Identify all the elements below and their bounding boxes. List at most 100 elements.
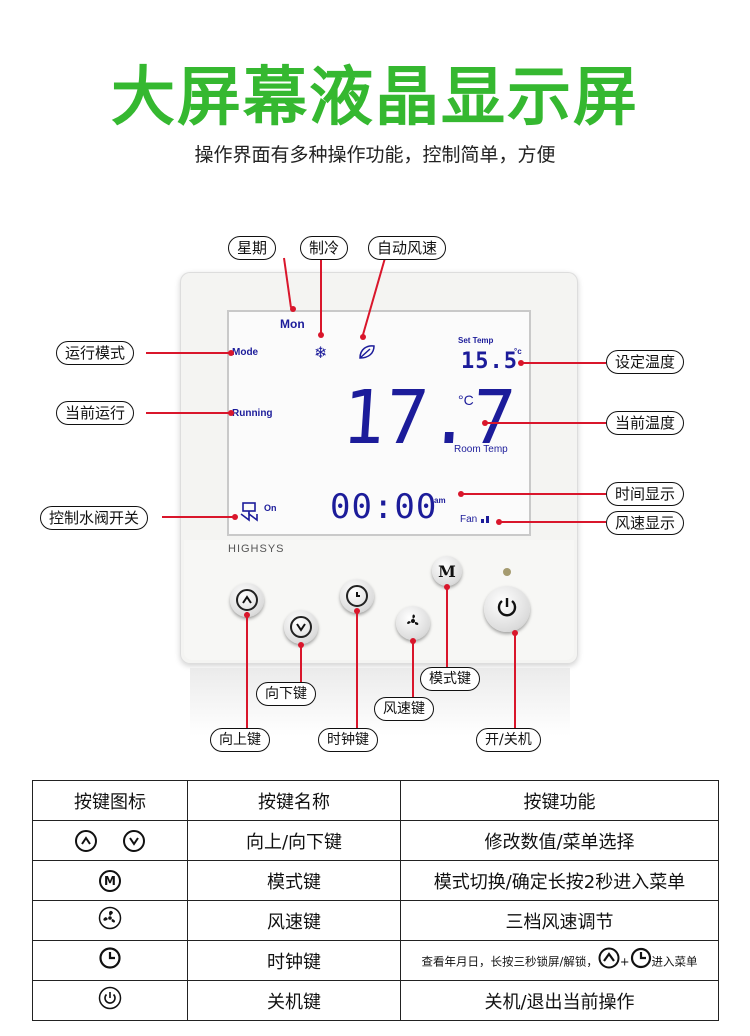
callout-dot-current-run (228, 410, 234, 416)
table-cell-function: 模式切换/确定长按2秒进入菜单 (400, 860, 719, 901)
callout-power-key: 开/关机 (476, 728, 541, 752)
table-row: M 模式键 模式切换/确定长按2秒进入菜单 (32, 860, 719, 901)
callout-line-current-run (146, 412, 230, 414)
down-key[interactable] (284, 610, 318, 644)
down-arrow-icon (122, 829, 145, 852)
callout-mode-key: 模式键 (420, 667, 480, 691)
page-subtitle: 操作界面有多种操作功能，控制简单，方便 (194, 144, 556, 166)
table-cell-icons (32, 980, 188, 1021)
callout-dot-down-key (298, 642, 304, 648)
callout-dot-current-temp (482, 420, 488, 426)
callout-line-set-temp (522, 362, 606, 364)
up-key[interactable] (230, 583, 264, 617)
table-cell-name: 风速键 (187, 900, 401, 941)
table-header: 按键图标 (32, 780, 188, 821)
callout-dot-fan-key (410, 638, 416, 644)
status-led (503, 568, 511, 576)
lcd-set-temp-value: 15.5 (461, 349, 518, 374)
callout-line-current-temp (486, 422, 606, 424)
function-text: 进入菜单 (651, 954, 698, 969)
fan-icon (98, 906, 122, 935)
callout-line-power-key (514, 632, 516, 728)
lcd-room-temp-label: Room Temp (454, 444, 508, 455)
lcd-ampm: am (434, 496, 446, 505)
callout-dot-time (458, 491, 464, 497)
callout-dot-cooling (318, 332, 324, 338)
table-header-row: 按键图标 按键名称 按键功能 (32, 780, 719, 821)
table-cell-icons (32, 820, 188, 861)
callout-auto-fan: 自动风速 (368, 236, 447, 260)
table-row: 风速键 三档风速调节 (32, 900, 719, 941)
up-arrow-icon (598, 947, 620, 974)
table-cell-name: 关机键 (187, 980, 401, 1021)
mode-key[interactable]: M (432, 556, 462, 586)
table-cell-icons: M (32, 860, 188, 901)
table-header: 按键名称 (187, 780, 401, 821)
down-arrow-icon (290, 616, 312, 638)
clock-icon (98, 946, 122, 975)
table-cell-name: 向上/向下键 (187, 820, 401, 861)
callout-line-down-key (300, 644, 302, 682)
callout-line-cooling (320, 258, 322, 334)
page-title: 大屏幕液晶显示屏 (111, 61, 639, 135)
table-row: 时钟键 查看年月日，长按三秒锁屏/解锁， + 进入菜单 (32, 940, 719, 981)
table-cell-icons (32, 900, 188, 941)
callout-down-key: 向下键 (256, 682, 316, 706)
callout-dot-power-key (512, 630, 518, 636)
lcd-valve-state: On (264, 503, 277, 513)
clock-icon (346, 585, 368, 607)
lcd-mode: Mode (232, 347, 259, 358)
callout-line-fan-key (412, 640, 414, 698)
callout-up-key: 向上键 (210, 728, 270, 752)
power-icon (495, 595, 519, 623)
power-icon (98, 986, 122, 1015)
callout-time-display: 时间显示 (606, 482, 685, 506)
callout-dot-clock-key (354, 608, 360, 614)
snowflake-icon: ❄ (314, 343, 328, 362)
callout-line-fan (500, 521, 606, 523)
callout-fan-display: 风速显示 (606, 511, 685, 535)
table-cell-function: 查看年月日，长按三秒锁屏/解锁， + 进入菜单 (400, 940, 719, 981)
callout-dot-auto-fan (360, 334, 366, 340)
callout-cooling: 制冷 (300, 236, 349, 260)
key-function-table: 按键图标 按键名称 按键功能 向上/向下键 修改数值/菜单选择 M 模式键 模式… (32, 780, 719, 1021)
mode-m-icon: M (438, 561, 456, 581)
brand-logo: HIGHSYS (228, 543, 285, 555)
clock-icon (630, 947, 652, 974)
table-header: 按键功能 (400, 780, 719, 821)
callout-weekday: 星期 (228, 236, 277, 260)
table-row: 关机键 关机/退出当前操作 (32, 980, 719, 1021)
callout-set-temp: 设定温度 (606, 350, 685, 374)
table-cell-name: 模式键 (187, 860, 401, 901)
callout-line-time (462, 493, 606, 495)
callout-dot-valve (232, 514, 238, 520)
up-arrow-icon (75, 829, 98, 852)
callout-line-run-mode (146, 352, 230, 354)
function-joiner: + (619, 954, 630, 969)
callout-fan-key: 风速键 (374, 697, 434, 721)
lcd-fan-label: Fan (460, 514, 478, 525)
callout-dot-weekday (290, 306, 296, 312)
callout-valve-switch: 控制水阀开关 (40, 506, 149, 530)
callout-current-temp: 当前温度 (606, 411, 685, 435)
lcd-room-temp-unit: °C (458, 392, 474, 408)
table-cell-name: 时钟键 (187, 940, 401, 981)
power-key[interactable] (484, 586, 530, 632)
table-cell-function: 修改数值/菜单选择 (400, 820, 719, 861)
callout-dot-run-mode (228, 350, 234, 356)
callout-dot-set-temp (518, 360, 524, 366)
table-cell-icons (32, 940, 188, 981)
fan-level-bar-2 (486, 516, 489, 523)
callout-dot-mode-key (444, 584, 450, 590)
fan-level-bar-1 (481, 519, 484, 523)
lcd-weekday: Mon (280, 317, 305, 331)
fan-icon (403, 611, 423, 635)
callout-line-mode-key (446, 586, 448, 668)
lcd-time: 00:00 (330, 487, 438, 527)
callout-clock-key: 时钟键 (318, 728, 378, 752)
mode-m-icon: M (99, 869, 121, 892)
clock-key[interactable] (340, 579, 374, 613)
callout-line-up-key (246, 612, 248, 730)
function-text: 查看年月日，长按三秒锁屏/解锁， (421, 954, 598, 969)
fan-key[interactable] (396, 606, 430, 640)
